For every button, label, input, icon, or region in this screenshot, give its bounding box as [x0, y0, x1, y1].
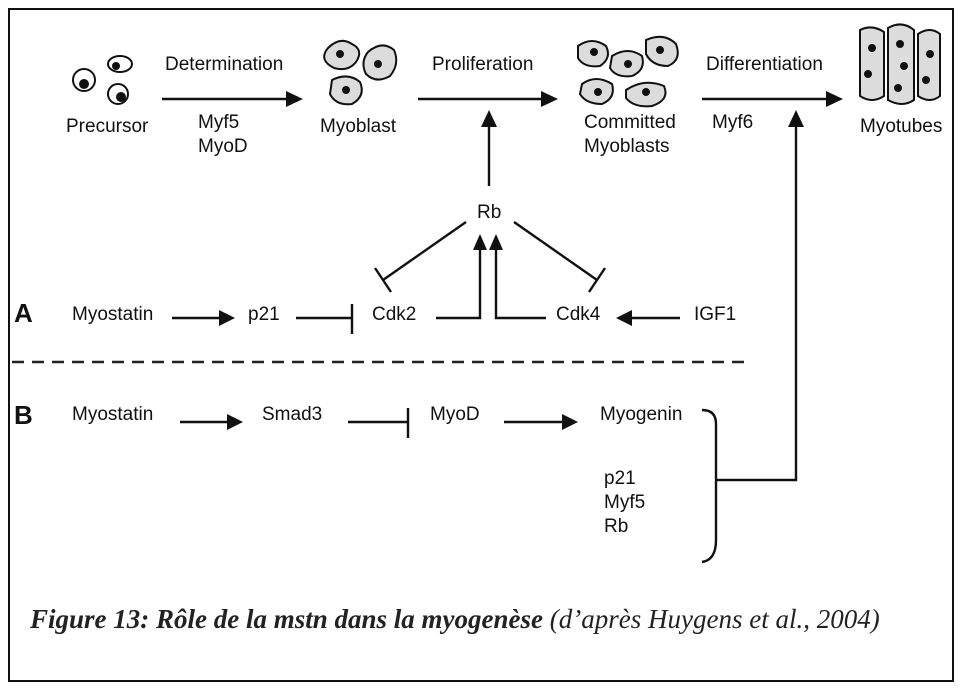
committed-label: Committed [584, 112, 676, 133]
panel-b-smad3: Smad3 [262, 404, 322, 425]
panel-a-letter: A [14, 298, 33, 328]
panel-b-myf5: Myf5 [604, 492, 645, 513]
myod-to-myogenin-arrow [504, 414, 578, 430]
myf5-label: Myf5 [198, 112, 239, 133]
myoblasts-label: Myoblasts [584, 136, 670, 157]
panel-a-p21: p21 [248, 304, 280, 325]
determination-arrow [162, 91, 303, 107]
bracket-to-differentiation-arrow [716, 110, 804, 482]
precursor-cells-icon [72, 55, 133, 105]
panel-b-letter: B [14, 400, 33, 430]
caption-source: (d’après Huygens et al., 2004) [549, 604, 880, 634]
cdk4-to-rb-arrow [489, 234, 546, 320]
myogenesis-diagram: Precursor Determination Myf5 MyoD Myobla… [12, 23, 942, 564]
smad3-inhibits-myod [348, 408, 410, 438]
myostatin-to-p21-arrow [172, 310, 235, 326]
myostatin-to-smad3-arrow [180, 414, 243, 430]
myotubes-label: Myotubes [860, 116, 942, 137]
cdk2-to-rb-arrow [436, 234, 487, 320]
differentiation-arrow [702, 91, 843, 107]
proliferation-label: Proliferation [432, 54, 533, 75]
committed-myoblasts-icon [577, 35, 679, 108]
myoblast-label: Myoblast [320, 116, 397, 137]
panel-a-cdk2: Cdk2 [372, 304, 416, 325]
rb-to-proliferation-arrow [481, 110, 497, 186]
rb-label: Rb [477, 202, 501, 223]
proliferation-arrow [418, 91, 558, 107]
igf1-to-cdk4-arrow [616, 310, 680, 326]
rb-inhibits-cdk2 [374, 221, 467, 293]
panel-b-myod: MyoD [430, 404, 480, 425]
myf6-label: Myf6 [712, 112, 753, 133]
rb-inhibits-cdk4 [513, 221, 606, 293]
determination-label: Determination [165, 54, 283, 75]
panel-b-myogenin: Myogenin [600, 404, 682, 425]
panel-a-igf1: IGF1 [694, 304, 736, 325]
panel-b-myostatin: Myostatin [72, 404, 153, 425]
panel-b-rb: Rb [604, 516, 628, 537]
panel-a-cdk4: Cdk4 [556, 304, 601, 325]
myod-label: MyoD [198, 136, 248, 157]
panel-a-myostatin: Myostatin [72, 304, 153, 325]
panel-b-bracket [701, 408, 718, 564]
differentiation-label: Differentiation [706, 54, 823, 75]
caption-title: Figure 13: Rôle de la mstn dans la myoge… [30, 604, 543, 634]
precursor-label: Precursor [66, 116, 149, 137]
myotubes-icon [859, 23, 941, 105]
p21-inhibits-cdk2 [296, 304, 354, 334]
myoblast-cells-icon [323, 39, 398, 106]
panel-b-p21: p21 [604, 468, 636, 489]
figure-caption: Figure 13: Rôle de la mstn dans la myoge… [30, 600, 940, 638]
